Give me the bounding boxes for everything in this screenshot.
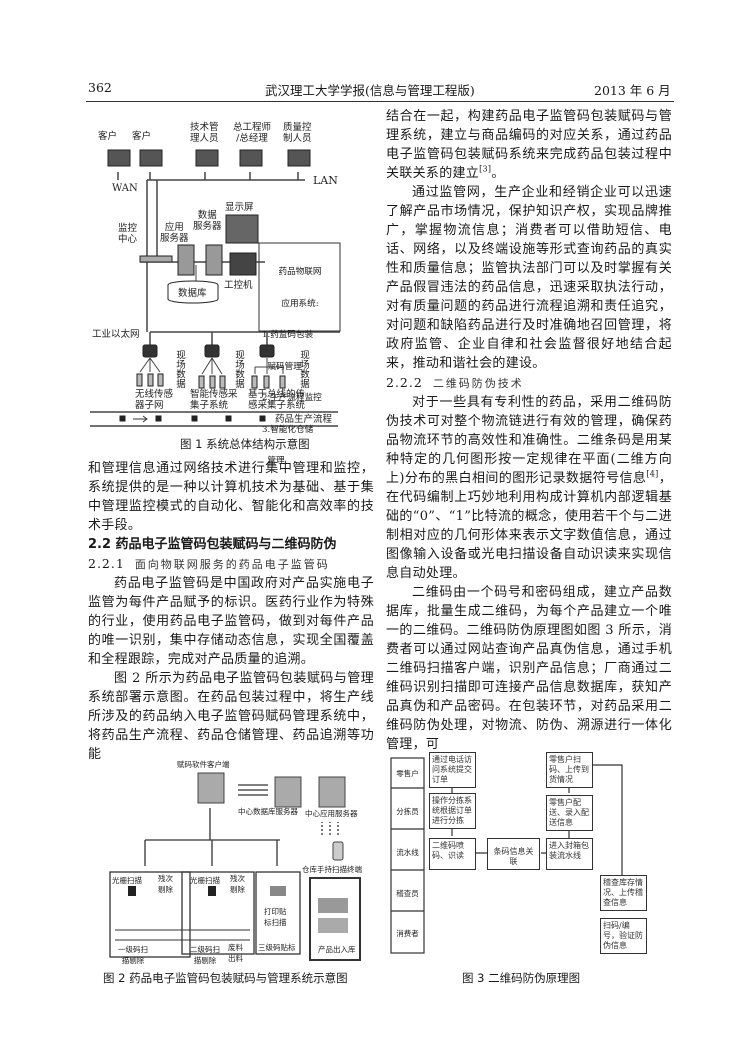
lan-label: LAN: [313, 174, 338, 187]
app-system-list: 药品物联网 应用系统: 1.药监码包装 赋码管理 2.生产流程监控 3.智能化仓…: [262, 246, 338, 505]
field-data-label: 现场数据: [298, 350, 309, 388]
figure-2-caption: 图 2 药品电子监管码包装赋码与管理系统示意图: [103, 971, 348, 985]
app-system-line: 应用系统:: [281, 298, 319, 309]
lane-label: 分拣员: [396, 807, 419, 816]
paragraph: 药品电子监管码是中国政府对产品实施电子监管为每件产品赋予的标识。医药行业作为特殊…: [88, 576, 374, 667]
reject-2-label: 残次 剔除: [230, 874, 245, 894]
section-number: 2.2.2: [386, 375, 423, 390]
lane-label: 流水线: [396, 848, 419, 857]
page-number: 362: [88, 80, 112, 95]
paragraph: 通过监管网，生产企业和经销企业可以迅速了解产品市场情况，保护知识产权，实现品牌推…: [386, 185, 672, 371]
central-app-label: 中心应用服务器: [305, 809, 358, 818]
lane-label: 稽查员: [396, 889, 419, 898]
subnet-smart-label: 智能传感采 集子系统: [190, 389, 238, 411]
app-system-line: 3.智能化仓储: [262, 424, 314, 435]
print-label: 打印贴 标扫描: [264, 907, 287, 927]
storage-label: 产品出入库: [318, 945, 356, 954]
qc-staff-label: 质量控 制人员: [283, 122, 312, 144]
paragraph: 对于一些具有专利性的药品，采用二维码防伪技术可对整个物流链进行有效的管理，确保药…: [386, 393, 672, 583]
client-label-1: 客户: [98, 131, 118, 142]
level-3-label: 三级码贴标: [258, 943, 296, 952]
journal-title: 武汉理工大学学报(信息与管理工程版): [265, 83, 475, 98]
app-system-line: 管理: [262, 456, 285, 466]
ethernet-label: 工业以太网: [92, 329, 140, 340]
app-system-line: 赋码管理: [262, 361, 302, 372]
monitor-center-label: 监控 中心: [118, 223, 138, 245]
box-receive: 零售户扫码、上传到货情况: [546, 752, 593, 788]
subnet-bus-label: 基于总线的传 感采集子系统: [248, 389, 306, 411]
field-data-label: 现场数据: [174, 350, 185, 388]
box-deliver: 零售户配送、录入配送信息: [546, 795, 593, 831]
section-title: 面向物联网服务的药品电子监管码: [134, 558, 330, 571]
header-rule: [86, 101, 674, 102]
app-system-line: 药品物联网: [278, 267, 322, 277]
box-order: 通过电话访问系统提交订单: [429, 752, 476, 788]
app-system-line: 1.药监码包装: [262, 330, 314, 340]
database-label: 数据库: [178, 288, 207, 299]
section-heading-2-2: 2.2 药品电子监管码包装赋码与二维码防伪: [88, 537, 337, 552]
box-verify: 扫码/编号，验证防伪信息: [600, 918, 647, 954]
client-label-2: 客户: [132, 131, 152, 142]
section-number: 2.2.1: [88, 556, 125, 571]
scan-2-label: 光栅扫描: [190, 876, 220, 885]
central-db-label: 中心数据库服务器: [238, 807, 298, 816]
box-pack: 进入封箱包装流水线: [546, 838, 593, 870]
section-heading-2-2-2: 2.2.2 二维码防伪技术: [386, 373, 672, 393]
box-sort: 操作分拣系统根据订单进行分拣: [429, 793, 476, 829]
citation: [4]: [646, 469, 659, 479]
paragraph-text: ，在代码编制上巧妙地利用构成计算机内部逻辑基础的“0”、“1”比特流的概念，使用…: [386, 471, 672, 581]
section-title: 二维码防伪技术: [432, 377, 524, 390]
production-flow-label: 药品生产流程: [275, 414, 333, 425]
display-label: 显示屏: [225, 202, 254, 213]
chief-label: 总工程师 /总经理: [233, 122, 272, 144]
reject-1-label: 残次 剔除: [158, 874, 173, 894]
paragraph: 二维码由一个码号和密码组成，建立产品数据库，批量生成二维码，为每个产品建立一个唯…: [386, 585, 672, 752]
right-column-text: 结合在一起，构建药品电子监管码包装赋码与管理系统，建立与商品编码的对应关系，通过…: [386, 107, 672, 754]
subnet-wireless-label: 无线传感 器子网: [135, 389, 174, 411]
box-code: 二维码喷码、识读: [429, 838, 476, 870]
wan-label: WAN: [112, 183, 138, 194]
section-heading-2-2-1: 2.2.1 面向物联网服务的药品电子监管码: [88, 554, 374, 574]
issue-date: 2013 年 6 月: [594, 83, 671, 98]
figure-3-caption: 图 3 二维码防伪原理图: [462, 971, 581, 985]
figure-1-caption: 图 1 系统总体结构示意图: [180, 437, 310, 451]
data-server-label: 数据 服务器: [193, 210, 222, 232]
app-system-line: 2.生产流程监控: [262, 393, 322, 403]
paragraph: 和管理信息通过网络技术进行集中管理和监控，系统提供的是一种以计算机技术为基础、基…: [88, 461, 374, 533]
paragraph-text: 。: [491, 166, 505, 181]
ipc-label: 工控机: [224, 280, 253, 291]
scan-1-label: 光栅扫描: [112, 876, 142, 885]
handheld-terminal-label: 仓库手持扫描终端: [302, 865, 362, 874]
app-server-label: 应用 服务器: [160, 222, 189, 244]
citation: [3]: [479, 164, 492, 174]
paragraph: 图 2 所示为药品电子监管码包装赋码与管理系统部署示意图。在药品包装过程中，将生…: [88, 671, 374, 762]
box-inspect: 稽查库存情况、上传稽查信息: [600, 875, 647, 911]
left-column-text: 和管理信息通过网络技术进行集中管理和监控，系统提供的是一种以计算机技术为基础、基…: [88, 459, 374, 764]
line-2-label: 二级码扫 描剔除: [190, 945, 220, 965]
client-software-label: 赋码软件客户端: [177, 760, 230, 769]
field-data-label: 现场数据: [233, 350, 244, 388]
lane-label: 消费者: [396, 929, 419, 938]
app-system-line: ⋮: [295, 485, 305, 496]
line-1-label: 一级码扫 描剔除: [118, 945, 148, 965]
tech-staff-label: 技术管 理人员: [190, 122, 219, 144]
paragraph-text: 结合在一起，构建药品电子监管码包装赋码与管理系统，建立与商品编码的对应关系，通过…: [386, 109, 672, 181]
lane-label: 零售户: [396, 769, 419, 778]
paragraph-text: 对于一些具有专利性的药品，采用二维码防伪技术可对整个物流链进行有效的管理，确保药…: [386, 395, 672, 486]
waste-label: 废料 出料: [228, 943, 243, 963]
box-link: 条码信息关联: [487, 838, 540, 870]
paragraph: 结合在一起，构建药品电子监管码包装赋码与管理系统，建立与商品编码的对应关系，通过…: [386, 107, 672, 183]
